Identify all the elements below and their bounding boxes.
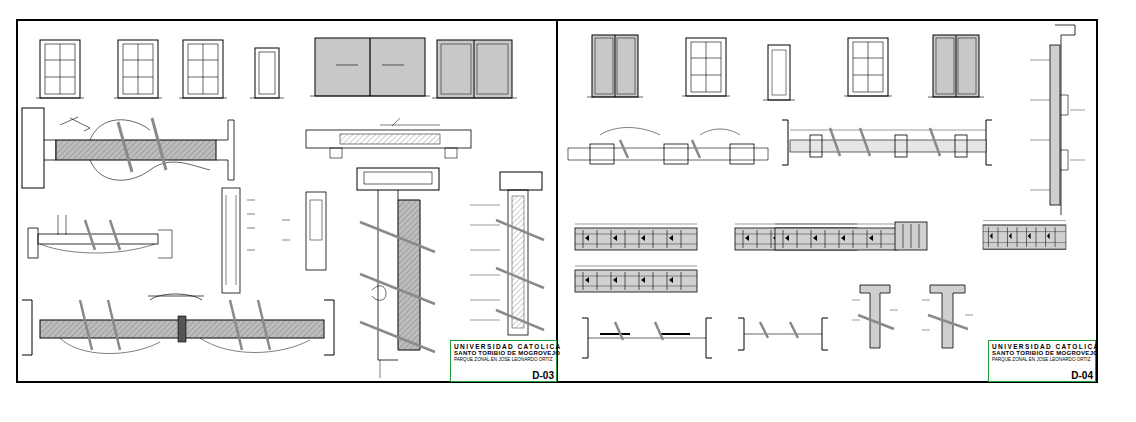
project-name: PARQUE ZONAL EN JOSE LEONARDO ORTIZ (454, 357, 553, 362)
title-block: UNIVERSIDAD CATOLICASANTO TORIBIO DE MOG… (450, 340, 557, 382)
sheet-number: D-04 (1071, 370, 1093, 382)
sheet-number: D-03 (532, 370, 554, 382)
institution-subtitle: SANTO TORIBIO DE MOGROVEJO (454, 350, 553, 357)
institution-name: UNIVERSIDAD CATOLICA (992, 343, 1092, 350)
institution-name: UNIVERSIDAD CATOLICA (454, 343, 553, 350)
project-name: PARQUE ZONAL EN JOSE LEONARDO ORTIZ (992, 357, 1092, 362)
institution-subtitle: SANTO TORIBIO DE MOGROVEJO (992, 350, 1092, 357)
title-block: UNIVERSIDAD CATOLICASANTO TORIBIO DE MOG… (988, 340, 1096, 382)
